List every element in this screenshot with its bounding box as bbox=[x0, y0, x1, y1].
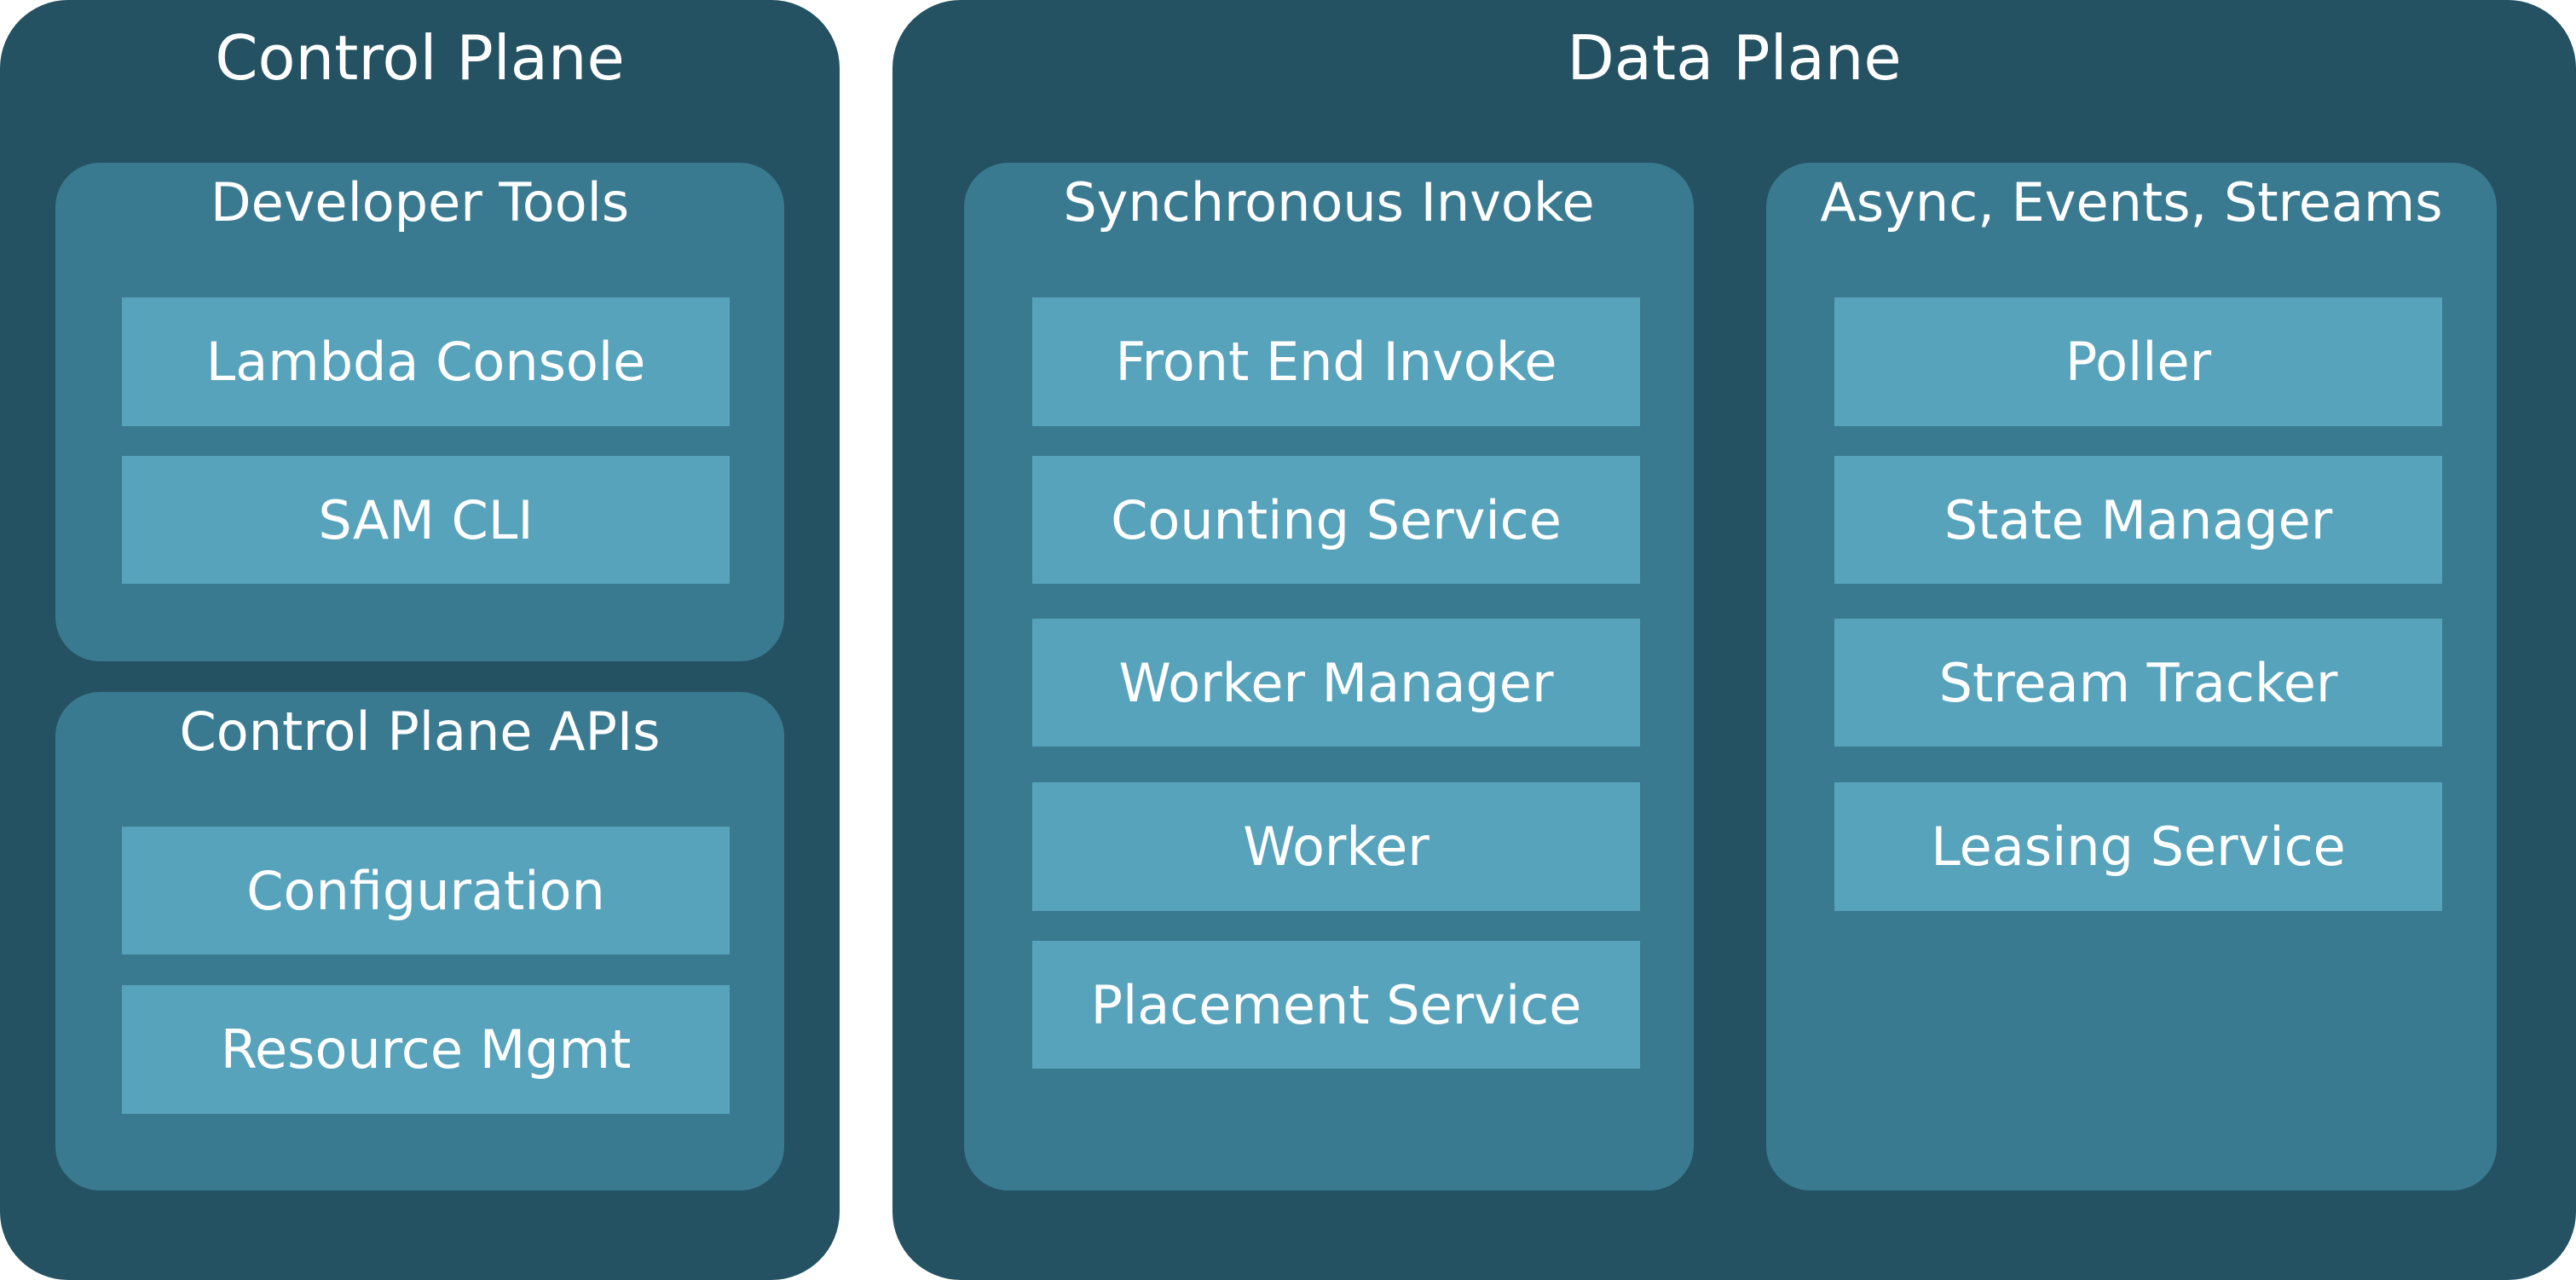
component-stream-tracker: Stream Tracker bbox=[1834, 619, 2442, 747]
component-lambda-console: Lambda Console bbox=[122, 297, 730, 426]
control-plane-apis-title: Control Plane APIs bbox=[179, 701, 661, 763]
control-plane-title: Control Plane bbox=[215, 22, 625, 94]
component-leasing-service: Leasing Service bbox=[1834, 782, 2442, 911]
component-worker-manager: Worker Manager bbox=[1032, 619, 1640, 747]
component-worker: Worker bbox=[1032, 782, 1640, 911]
component-counting-service: Counting Service bbox=[1032, 456, 1640, 584]
component-placement-service: Placement Service bbox=[1032, 941, 1640, 1069]
synchronous-invoke-title: Synchronous Invoke bbox=[1063, 171, 1595, 234]
component-front-end-invoke: Front End Invoke bbox=[1032, 297, 1640, 426]
async-events-streams-title: Async, Events, Streams bbox=[1820, 171, 2443, 234]
component-sam-cli: SAM CLI bbox=[122, 456, 730, 584]
data-plane-title: Data Plane bbox=[1567, 22, 1902, 94]
developer-tools-title: Developer Tools bbox=[210, 171, 630, 234]
component-state-manager: State Manager bbox=[1834, 456, 2442, 584]
component-configuration: Configuration bbox=[122, 827, 730, 954]
component-resource-mgmt: Resource Mgmt bbox=[122, 985, 730, 1114]
component-poller: Poller bbox=[1834, 297, 2442, 426]
